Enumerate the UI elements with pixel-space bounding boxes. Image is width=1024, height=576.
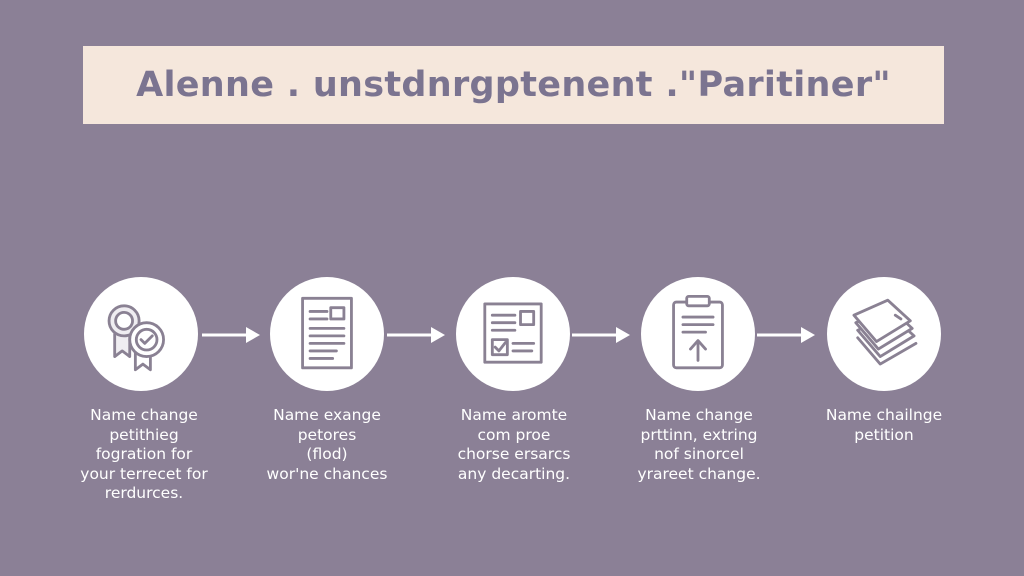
step-2-label: Name exange petores (flod) wor'ne chance… [266, 406, 388, 483]
step-4-circle [641, 277, 755, 391]
arrow-4-to-5 [757, 327, 815, 343]
arrow-1-to-2 [202, 327, 260, 343]
paper-stack-icon [852, 298, 918, 366]
clipboard-upload-icon [672, 294, 724, 370]
step-3-label: Name aromte com proe chorse ersarcs any … [457, 406, 571, 483]
step-1-label: Name change petithieg fogration for your… [80, 406, 208, 502]
step-3-circle [456, 277, 570, 391]
step-5-label: Name chailnge petition [825, 406, 943, 444]
step-2-circle [270, 277, 384, 391]
step-5-circle [827, 277, 941, 391]
award-badges-icon [107, 304, 165, 372]
title-banner: Alenne . unstdnrgptenent ."Paritiner" [83, 46, 944, 124]
arrow-3-to-4 [572, 327, 630, 343]
step-4-label: Name change prttinn, extring nof sinorce… [637, 406, 761, 483]
diagram-title: Alenne . unstdnrgptenent ."Paritiner" [136, 65, 891, 105]
step-1-circle [84, 277, 198, 391]
arrow-2-to-3 [387, 327, 445, 343]
document-icon [301, 296, 353, 370]
checklist-form-icon [483, 302, 543, 364]
